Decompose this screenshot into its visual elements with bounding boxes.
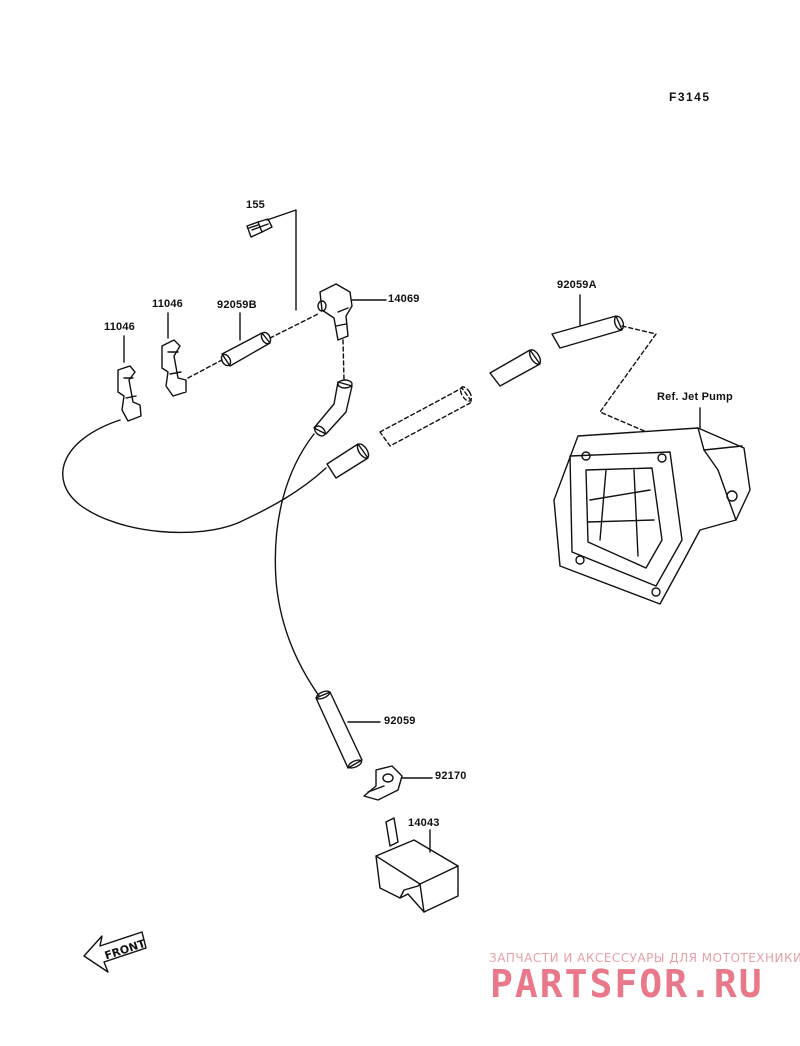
bolt-155 xyxy=(246,218,273,238)
hose-92059b xyxy=(220,331,272,367)
label-ref-jet-pump: Ref. Jet Pump xyxy=(657,391,733,403)
filter-14043 xyxy=(375,817,459,913)
jet-pump-housing xyxy=(553,427,751,605)
label-14069: 14069 xyxy=(388,293,420,305)
label-11046-left: 11046 xyxy=(104,321,135,333)
elbow-fitting-14069 xyxy=(317,283,353,341)
line-loop xyxy=(62,419,327,534)
watermark-logo: PARTSFOR.RU xyxy=(490,962,764,1006)
label-92170: 92170 xyxy=(435,770,467,782)
watermark-tagline: ЗАПЧАСТИ И АКСЕССУАРЫ ДЛЯ МОТОТЕХНИКИ xyxy=(489,951,800,965)
label-92059: 92059 xyxy=(384,715,416,727)
label-11046-right: 11046 xyxy=(152,298,183,310)
label-155: 155 xyxy=(246,199,265,211)
line-down xyxy=(274,433,323,701)
clip-11046-right xyxy=(161,339,187,397)
bent-hose xyxy=(313,379,353,437)
clamp-92170 xyxy=(363,765,403,801)
label-14043: 14043 xyxy=(408,817,440,829)
label-92059b: 92059B xyxy=(217,299,257,311)
label-92059a: 92059A xyxy=(557,279,597,291)
hose-phantom xyxy=(379,386,473,447)
clip-11046-left xyxy=(117,365,142,422)
leader-155 xyxy=(266,209,297,311)
front-arrow-icon xyxy=(83,931,147,973)
hose-92059a xyxy=(551,315,625,349)
hose-center-lower xyxy=(326,443,370,479)
hose-center-upper xyxy=(489,349,542,387)
figure-code: F3145 xyxy=(669,90,711,104)
hose-92059 xyxy=(315,690,363,769)
